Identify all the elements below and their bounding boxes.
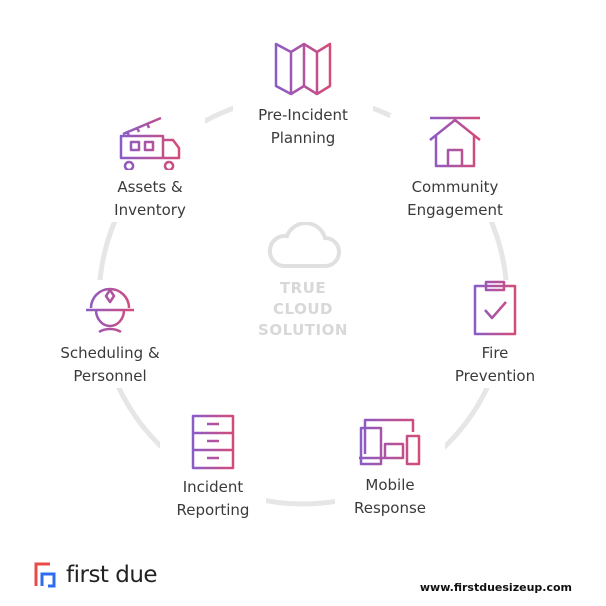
node-community-engagement: Community Engagement xyxy=(390,114,520,222)
node-label: Planning xyxy=(270,129,336,147)
node-label: Scheduling & xyxy=(60,344,160,362)
firefighter-icon xyxy=(86,287,134,334)
node-pre-incident-planning: Pre-Incident Planning xyxy=(233,40,373,150)
node-label: Pre-Incident xyxy=(258,106,348,124)
node-label: Inventory xyxy=(114,201,186,219)
node-incident-reporting: Incident Reporting xyxy=(160,414,266,522)
node-scheduling-personnel: Scheduling & Personnel xyxy=(48,280,172,388)
cloud-icon xyxy=(267,221,341,268)
node-label: Mobile xyxy=(365,476,415,494)
center-line: TRUE xyxy=(279,279,327,297)
clipboard-check-icon xyxy=(473,280,517,336)
map-icon xyxy=(274,42,332,96)
node-label: Response xyxy=(353,499,427,517)
node-label: Assets & xyxy=(117,178,183,196)
first-due-logo: first due xyxy=(34,562,158,588)
node-label: Fire xyxy=(481,344,509,362)
file-cabinet-icon xyxy=(191,414,235,470)
brand-name: first due xyxy=(66,562,158,588)
center-line: SOLUTION xyxy=(258,321,348,339)
first-due-logo-icon xyxy=(34,562,56,588)
node-label: Reporting xyxy=(176,501,250,519)
true-cloud-solution: TRUE CLOUD SOLUTION xyxy=(223,221,383,341)
node-mobile-response: Mobile Response xyxy=(335,414,445,520)
node-label: Personnel xyxy=(73,367,147,385)
node-label: Prevention xyxy=(454,367,536,385)
node-assets-inventory: Assets & Inventory xyxy=(95,114,205,222)
node-label: Community xyxy=(411,178,499,196)
devices-icon xyxy=(359,418,421,466)
house-icon xyxy=(429,116,481,168)
node-fire-prevention: Fire Prevention xyxy=(440,280,550,388)
node-label: Incident xyxy=(182,478,244,496)
center-line: CLOUD xyxy=(273,300,333,318)
fire-truck-icon xyxy=(119,116,181,170)
node-label: Engagement xyxy=(407,201,503,219)
website-url[interactable]: www.firstduesizeup.com xyxy=(419,581,572,594)
